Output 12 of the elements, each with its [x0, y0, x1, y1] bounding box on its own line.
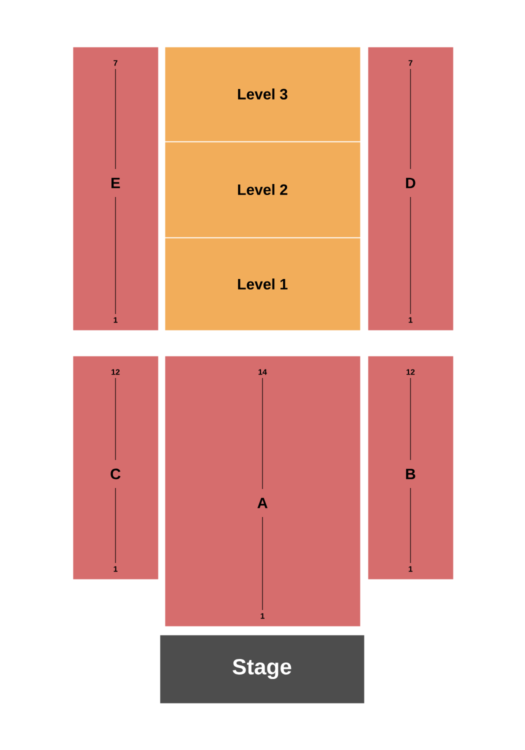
- seating-section: Level 1: [165, 238, 360, 330]
- seating-section: Level 2: [165, 142, 360, 238]
- seating-section: Level 3: [165, 47, 360, 142]
- seating-section: 7 D 1: [368, 47, 454, 330]
- seating-section: 7 E 1: [73, 47, 158, 330]
- stage-block: Stage: [160, 635, 364, 704]
- seating-section: 14 A 1: [165, 356, 360, 626]
- node-label: Level 3: [238, 88, 288, 100]
- seating-section: 12 C 1: [73, 356, 158, 580]
- node-label: Level 1: [238, 278, 288, 290]
- seating-section: 12 B 1: [368, 356, 454, 580]
- node-label: Level 2: [238, 184, 288, 195]
